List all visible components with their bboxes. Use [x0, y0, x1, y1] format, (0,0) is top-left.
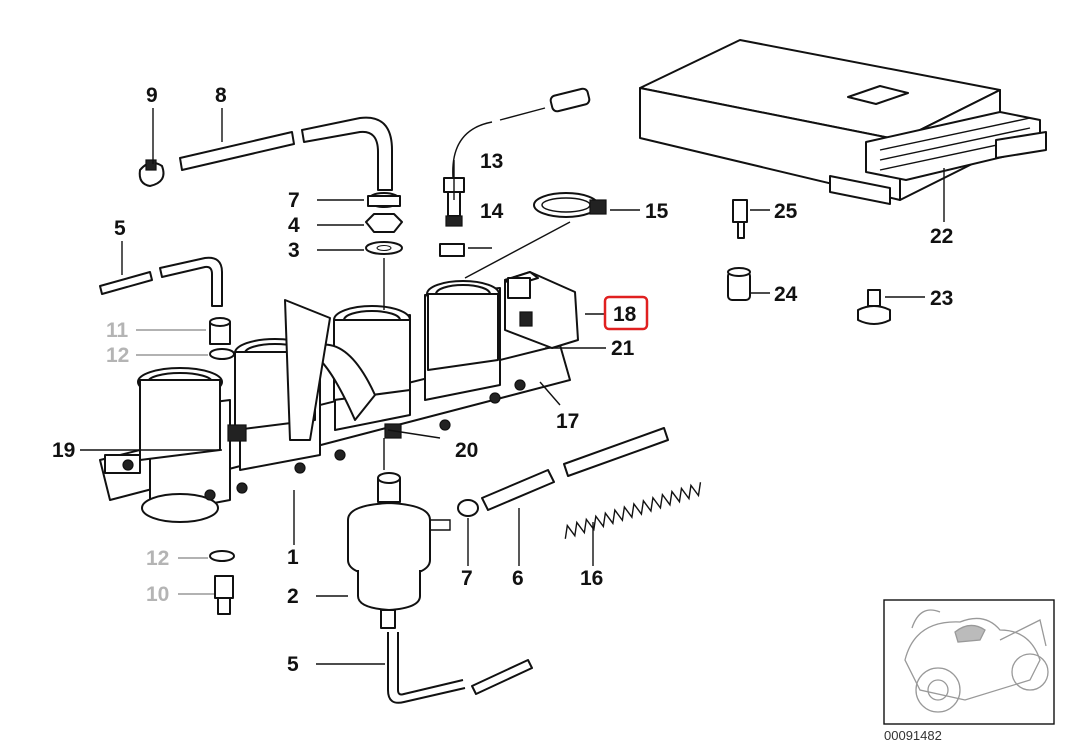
sensor-parts[interactable]	[727, 199, 891, 325]
washer-14[interactable]	[439, 243, 465, 257]
catalog-number: 00091482	[884, 728, 942, 743]
label-17: 17	[556, 410, 579, 433]
hose-part-lower[interactable]	[387, 632, 533, 704]
label-14: 14	[480, 200, 504, 223]
label-25: 25	[774, 200, 798, 223]
throttle-body-assembly[interactable]	[99, 280, 571, 523]
label-11: 11	[106, 319, 129, 342]
label-23: 23	[930, 287, 953, 310]
part-labels: 9 8 7 4 3 5 11 12 19 1 12 10 2 5 7 6 16 …	[52, 84, 953, 676]
hose-part-8[interactable]	[179, 116, 393, 191]
label-8: 8	[215, 84, 227, 107]
leader-lines	[80, 108, 945, 665]
label-12-upper: 12	[106, 344, 129, 367]
label-5-lower: 5	[287, 653, 299, 676]
label-19: 19	[52, 439, 75, 462]
nut-stack-7-4-3[interactable]	[365, 192, 403, 255]
label-18: 18	[613, 303, 637, 326]
label-7-upper: 7	[288, 189, 300, 212]
bracket-parts[interactable]	[209, 317, 235, 615]
control-unit-part[interactable]	[639, 39, 1047, 205]
label-4: 4	[288, 214, 300, 237]
label-16: 16	[580, 567, 603, 590]
highlight-box	[603, 295, 649, 331]
label-5-upper: 5	[114, 217, 126, 240]
label-2: 2	[287, 585, 299, 608]
hose-part-6[interactable]	[457, 427, 669, 517]
temperature-sensor-13[interactable]	[443, 87, 591, 227]
label-21: 21	[611, 337, 635, 360]
pressure-regulator-part[interactable]	[347, 472, 451, 629]
motorcycle-thumbnail: 00091482	[883, 599, 1055, 743]
label-15: 15	[645, 200, 669, 223]
hose-clamp-15[interactable]	[533, 192, 607, 218]
label-13: 13	[480, 150, 503, 173]
label-3: 3	[288, 239, 300, 262]
label-1: 1	[287, 546, 299, 569]
label-24: 24	[774, 283, 798, 306]
throttle-switch-part[interactable]	[504, 271, 579, 349]
hose-part-upper[interactable]	[99, 256, 223, 307]
label-22: 22	[930, 225, 953, 248]
label-7-lower: 7	[461, 567, 473, 590]
hose-clip-9[interactable]	[138, 159, 165, 187]
label-12-lower: 12	[146, 547, 169, 570]
label-9: 9	[146, 84, 158, 107]
label-20: 20	[455, 439, 478, 462]
label-6: 6	[512, 567, 524, 590]
spring-16[interactable]	[562, 482, 705, 539]
label-10: 10	[146, 583, 169, 606]
